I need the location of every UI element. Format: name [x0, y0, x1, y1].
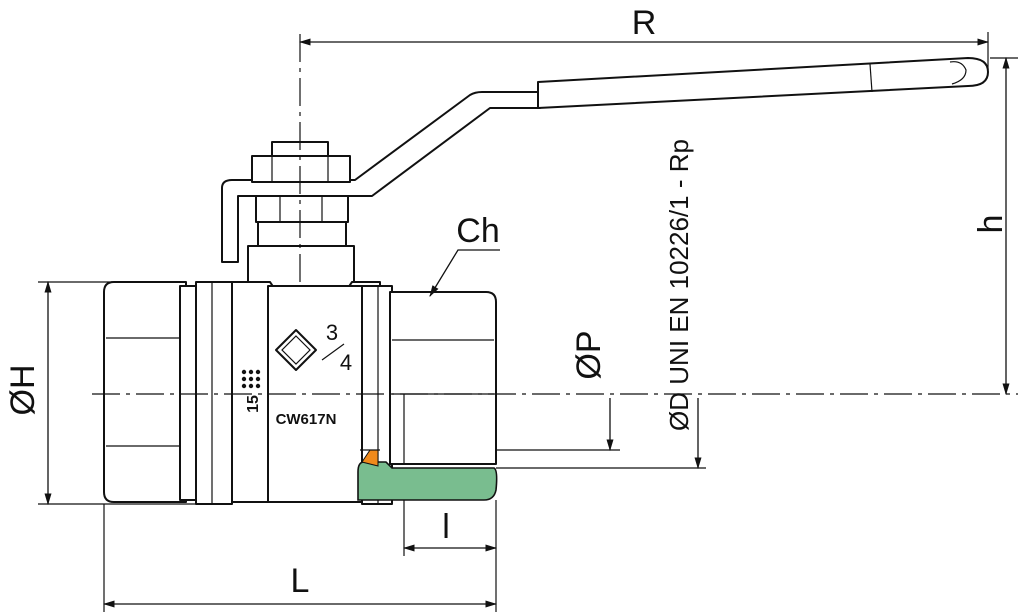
label-r: R: [632, 4, 657, 42]
stem-nut: [247, 141, 355, 289]
body-right-end: [389, 291, 497, 465]
leader-ch: [429, 249, 500, 297]
label-h: h: [972, 215, 1010, 234]
size-marking-top: 3: [326, 320, 338, 345]
dimension-oh: [38, 280, 200, 506]
thread-section: [357, 461, 498, 501]
material-marking: CW617N: [276, 411, 337, 428]
label-oh: ØH: [4, 365, 42, 416]
size-marking-bottom: 4: [340, 350, 352, 375]
body-center: [231, 281, 393, 505]
label-l-large: L: [291, 562, 310, 600]
label-od: ØD UNI EN 10226/1 - Rp: [664, 139, 694, 431]
dimension-r: [298, 32, 990, 70]
dimension-l-small: [402, 500, 498, 612]
dimension-h: [990, 56, 1018, 396]
brand-logo-icon: [275, 329, 317, 371]
dimension-od: [496, 398, 706, 470]
label-l-small: l: [442, 508, 450, 546]
label-ch: Ch: [456, 212, 499, 250]
dimension-l-large: [102, 504, 498, 612]
pressure-marking: 15: [245, 395, 262, 413]
label-op: ØP: [570, 330, 608, 379]
body-left-end: [103, 281, 233, 505]
pressure-dots-icon: [241, 369, 261, 389]
dimension-op: [496, 398, 620, 452]
lever-handle: [221, 57, 989, 263]
